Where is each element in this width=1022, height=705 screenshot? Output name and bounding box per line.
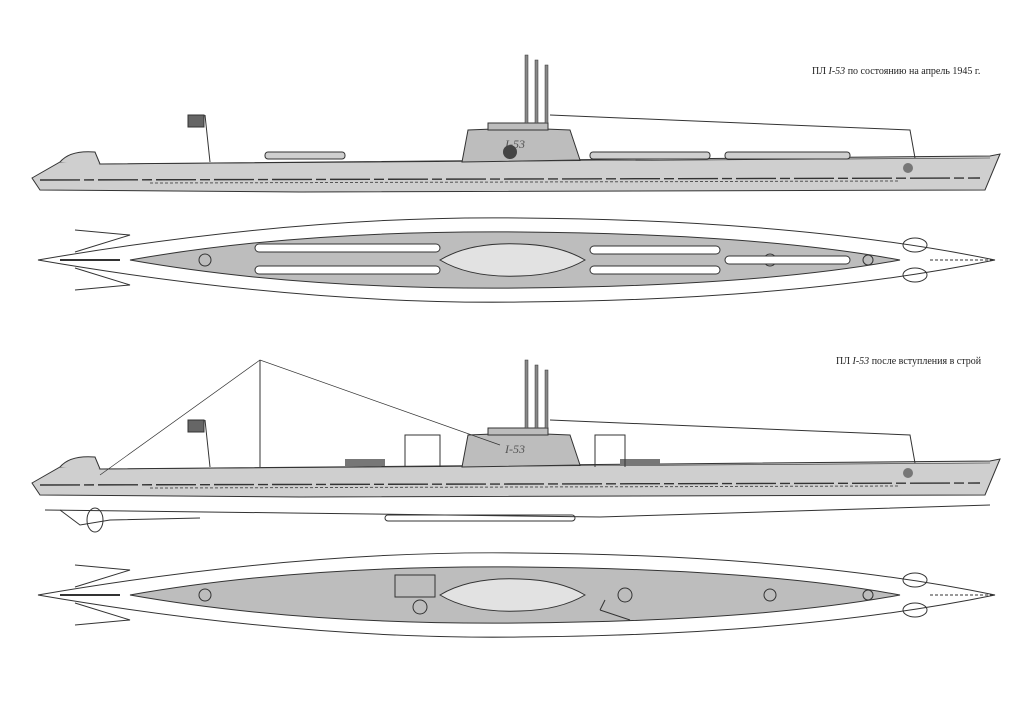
hatch (198, 588, 212, 602)
caption-boat-name: I-53 (828, 66, 846, 77)
hinomaru-mark (503, 145, 517, 159)
flag-mast (204, 419, 211, 468)
propeller-shaft (59, 509, 201, 526)
periscope-mast (534, 364, 539, 429)
anchor (903, 468, 913, 478)
kaiten-torpedo (254, 243, 441, 253)
plan-view-1945 (37, 217, 996, 303)
hull-number: I-53 (504, 442, 525, 456)
hatch (862, 589, 874, 601)
crane-frame (404, 434, 441, 467)
hatch (198, 253, 212, 267)
kaiten-torpedo (589, 265, 721, 275)
keel-bulge (384, 514, 576, 522)
periscope-mast (544, 64, 549, 124)
bow-plane (902, 602, 928, 618)
periscope-mast (544, 369, 549, 429)
antenna-wire (549, 114, 916, 159)
periscope-mast (524, 359, 529, 429)
stern-planes (74, 564, 131, 626)
stern-casing (59, 456, 101, 470)
deck-grating (394, 574, 436, 598)
caption-prefix: ПЛ (812, 66, 827, 77)
caption-prefix: ПЛ (836, 356, 851, 367)
kaiten-torpedo (264, 151, 346, 160)
limber-holes (149, 180, 901, 184)
bridge (487, 122, 549, 131)
anchor (903, 163, 913, 173)
bow-plane (902, 267, 928, 283)
bow-plane (902, 572, 928, 588)
hatch (862, 254, 874, 266)
caption-text: по состоянию на апрель 1945 г. (847, 66, 981, 77)
side-profile-commissioning: I-53 (31, 359, 1001, 533)
plan-view-commissioning (37, 552, 996, 638)
flag-mast (204, 114, 211, 163)
caption-boat-name: I-53 (852, 356, 870, 367)
arrow-mark (599, 599, 631, 621)
conning-tower-top (439, 243, 586, 277)
periscope-mast (534, 59, 539, 124)
caption-commissioning: ПЛ I-53 после вступления в строй (836, 356, 981, 367)
kaiten-torpedo (254, 265, 441, 275)
caption-text: после вступления в строй (871, 356, 982, 367)
periscope-mast (524, 54, 529, 124)
deck-gun (345, 459, 385, 466)
antenna-wire (549, 419, 916, 464)
waterline (39, 177, 981, 181)
side-profile-1945: I-53 (31, 54, 1001, 193)
stern-casing (59, 151, 101, 165)
bow-plane (902, 237, 928, 253)
stern-planes (74, 229, 131, 291)
kaiten-torpedo (589, 245, 721, 255)
kaiten-torpedo (724, 151, 851, 160)
crane-frame (594, 434, 626, 467)
waterline (39, 482, 981, 486)
flag (187, 419, 205, 433)
conning-tower-top (439, 578, 586, 612)
limber-holes (149, 485, 901, 489)
bridge (487, 427, 549, 436)
deck-gun (620, 459, 660, 466)
hatch (763, 588, 777, 602)
caption-1945: ПЛ I-53 по состоянию на апрель 1945 г. (812, 66, 980, 77)
propeller (86, 507, 104, 533)
flag (187, 114, 205, 128)
gun-mount (617, 587, 633, 603)
kaiten-torpedo (589, 151, 711, 160)
kaiten-torpedo (724, 255, 851, 265)
gun-mount (412, 599, 428, 615)
